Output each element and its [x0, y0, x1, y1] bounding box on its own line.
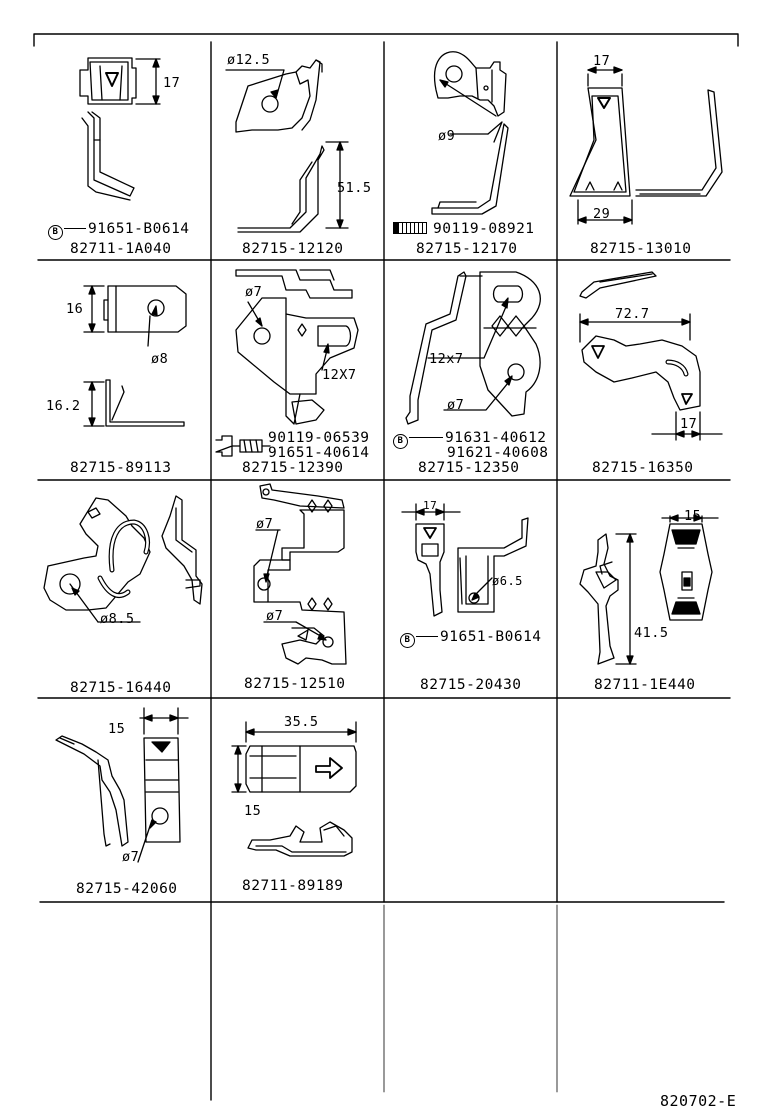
dimension-label: 16: [66, 301, 84, 317]
dimension-label: ø7: [266, 608, 284, 624]
fastener-part-number: 90119-08921: [433, 221, 535, 237]
dimension-label: 17: [423, 499, 438, 512]
dimension-label: 51.5: [337, 180, 372, 196]
dimension-label: 17: [163, 75, 181, 91]
bracket-82715-16350: [579, 271, 723, 441]
part-number-label: 82715-12120: [242, 241, 344, 257]
bracket-82715-20430: [401, 503, 529, 617]
bracket-82715-42060: [55, 707, 189, 863]
leader-line: [409, 437, 443, 438]
part-number-label: 82715-12350: [418, 460, 520, 476]
dimension-label: 72.7: [615, 306, 650, 322]
fastener-part-number: 91631-40612: [445, 430, 547, 446]
clip-82711-89189: [231, 721, 357, 857]
part-number-label: 82715-12510: [244, 676, 346, 692]
dimension-label: ø12.5: [227, 52, 271, 68]
bracket-82715-12170: [431, 51, 509, 215]
bolt-icon: [393, 222, 427, 234]
dimension-label: ø7: [245, 284, 263, 300]
drawing-reference-code: 820702-E: [660, 1092, 737, 1110]
bracket-82715-16440: [43, 495, 203, 623]
dimension-label: 16.2: [46, 398, 81, 414]
bracket-82715-12390: [215, 269, 359, 457]
dimension-label: 41.5: [634, 625, 669, 641]
leader-line: [416, 636, 438, 637]
leader-line: [64, 228, 86, 229]
part-number-label: 82715-20430: [420, 677, 522, 693]
dimension-label: ø8.5: [100, 611, 135, 627]
fastener-part-number: 90119-06539: [268, 430, 370, 446]
fastener-callout: B 91651-B0614: [400, 629, 542, 648]
fastener-part-number: 91651-40614: [268, 445, 370, 461]
bracket-82715-12120: [225, 59, 349, 233]
clip-82711-1E440: [579, 514, 719, 665]
callout-b-icon: B: [48, 225, 63, 240]
dimension-label: ø7: [122, 849, 140, 865]
bracket-82715-12510: [253, 483, 347, 665]
fastener-part-number: 91651-B0614: [440, 629, 542, 645]
fastener-callout: B 91651-B0614: [48, 221, 190, 240]
dimension-label: 17: [680, 416, 698, 432]
dimension-label: 29: [593, 206, 611, 222]
callout-b-icon: B: [393, 434, 408, 449]
part-number-label: 82711-1E440: [594, 677, 696, 693]
fastener-callout: B 91631-40612: [393, 430, 547, 449]
dimension-label: 12x7: [429, 351, 464, 367]
part-number-label: 82715-16350: [592, 460, 694, 476]
dimension-label: ø7: [256, 516, 274, 532]
dimension-label: 12X7: [322, 367, 357, 383]
grid-lines: [33, 33, 739, 1101]
dimension-label: 15: [684, 508, 702, 524]
bracket-82715-12350: [405, 271, 541, 425]
dimension-label: ø8: [151, 351, 169, 367]
dimension-label: 17: [593, 53, 611, 69]
fastener-callout: 90119-08921: [393, 221, 535, 237]
fastener-part-number: 91651-B0614: [88, 221, 190, 237]
part-number-label: 82711-89189: [242, 878, 344, 894]
dimension-label: ø7: [447, 397, 465, 413]
dimension-label: 15: [108, 721, 126, 737]
bracket-82715-13010: [569, 66, 723, 225]
dimension-label: 35.5: [284, 714, 319, 730]
callout-b-icon: B: [400, 633, 415, 648]
part-number-label: 82711-1A040: [70, 241, 172, 257]
dimension-label: 15: [244, 803, 262, 819]
dimension-label: ø6.5: [492, 574, 523, 588]
part-number-label: 82715-89113: [70, 460, 172, 476]
fastener-part-number: 91621-40608: [447, 445, 549, 461]
part-number-label: 82715-12170: [416, 241, 518, 257]
dimension-label: ø9: [438, 128, 456, 144]
part-number-label: 82715-13010: [590, 241, 692, 257]
bracket-82715-89113: [83, 285, 187, 427]
part-number-label: 82715-16440: [70, 680, 172, 696]
bracket-82711-1A040: [79, 57, 161, 201]
part-number-label: 82715-42060: [76, 881, 178, 897]
part-number-label: 82715-12390: [242, 460, 344, 476]
